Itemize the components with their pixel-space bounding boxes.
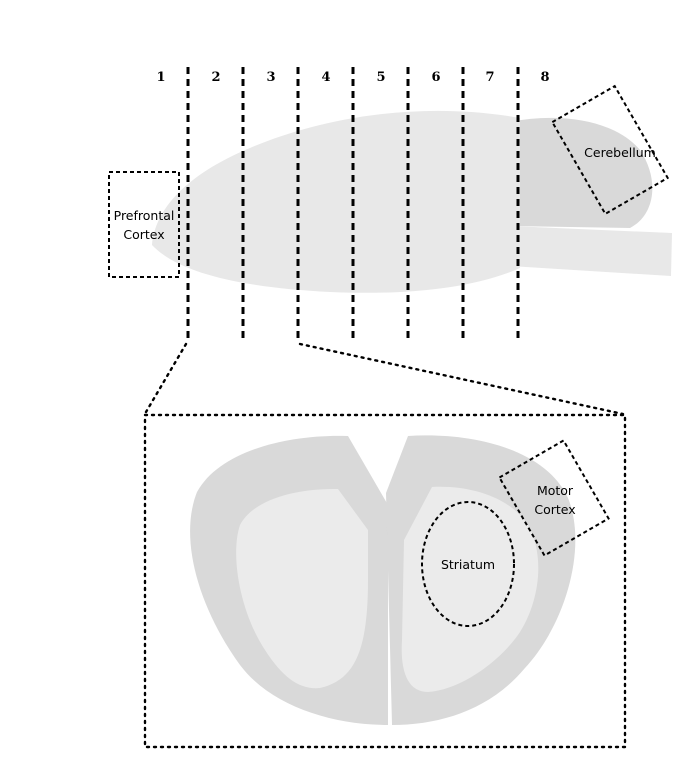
motor-label-line2: Cortex — [534, 502, 575, 517]
prefrontal-cortex-region: Prefrontal Cortex — [108, 171, 180, 278]
coronal-section-inset: Striatum Motor Cortex — [143, 413, 627, 749]
section-cut-lines — [186, 67, 520, 342]
striatum-label: Striatum — [441, 557, 495, 572]
section-number-4: 4 — [321, 70, 330, 85]
brainstem-shape — [510, 226, 672, 276]
cerebellum-label: Cerebellum — [584, 145, 656, 160]
sagittal-brain — [152, 110, 672, 293]
section-number-7: 7 — [485, 70, 494, 85]
section-number-8: 8 — [540, 70, 549, 85]
projection-lines — [144, 342, 625, 416]
prefrontal-cortex-box — [108, 171, 180, 278]
section-number-3: 3 — [266, 70, 275, 85]
section-number-1: 1 — [156, 70, 165, 85]
section-number-2: 2 — [211, 70, 220, 85]
cerebrum-shape — [152, 110, 520, 293]
prefrontal-label-line2: Cortex — [123, 227, 164, 242]
motor-cortex-box — [498, 439, 610, 557]
right-inner-region — [401, 486, 539, 692]
projection-line-left — [144, 342, 188, 414]
inset-frame — [143, 413, 627, 749]
projection-line-right — [298, 342, 625, 416]
section-number-6: 6 — [431, 70, 440, 85]
prefrontal-label-line1: Prefrontal — [114, 208, 175, 223]
motor-cortex-box-group — [498, 439, 610, 557]
left-inner-region — [236, 488, 368, 689]
section-numbers: 1 2 3 4 5 6 7 8 — [156, 70, 549, 85]
motor-label-line1: Motor — [537, 483, 574, 498]
section-number-5: 5 — [376, 70, 385, 85]
striatum-outline — [421, 501, 515, 627]
